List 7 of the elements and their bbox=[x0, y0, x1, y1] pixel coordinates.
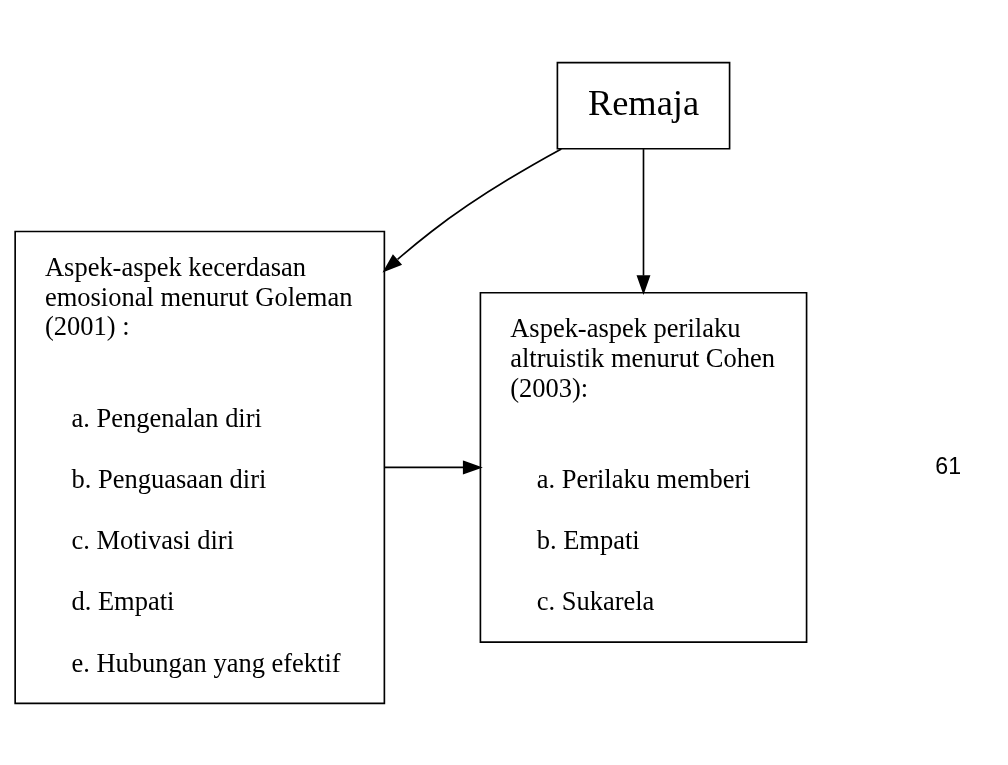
node-box: Aspek-aspek kecerdasan emosional menurut Goleman (2001) : a. Pengenalan diri b. Penguasaan diri c. Motivasi diri d. Empati e. Hubungan yang efektif bbox=[14, 230, 386, 704]
arrow bbox=[383, 460, 483, 474]
node-box: Remaja bbox=[556, 61, 731, 150]
arrow bbox=[636, 147, 651, 295]
label: 61 bbox=[935, 452, 962, 479]
arrow bbox=[382, 147, 563, 273]
node-box: Aspek-aspek perilaku altruistik menurut Cohen (2003): a. Perilaku memberi b. Empati c. Sukarela bbox=[479, 291, 808, 643]
